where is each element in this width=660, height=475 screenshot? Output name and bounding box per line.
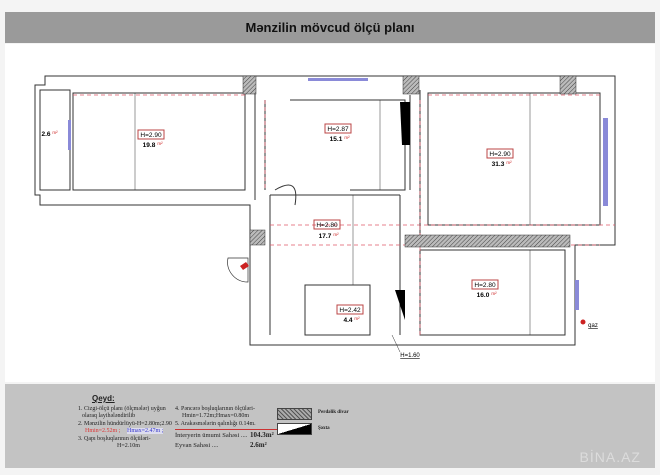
svg-text:m²: m² (333, 232, 339, 237)
note-1-cont: olaraq layihələndirilib (82, 413, 136, 419)
pylon-wall (242, 75, 257, 95)
notes-heading: Qeyd: (92, 394, 115, 403)
hall-outline (269, 194, 401, 335)
entrance-icon (240, 262, 249, 270)
shaft (400, 102, 410, 145)
title-bar: Mənzilin mövcud ölçü planı (5, 12, 655, 43)
room-area: 4.4 (343, 317, 352, 324)
bath-outline (304, 284, 371, 336)
room-31-outline (427, 92, 601, 226)
window (308, 78, 368, 81)
svg-text:m²: m² (354, 316, 360, 321)
svg-text:m²: m² (157, 141, 163, 146)
window (575, 280, 579, 310)
note-2: 2. Mənzilin hündürlüyü-H=2.80m;2.90 (78, 421, 172, 427)
room-height: H=2.90 (489, 151, 511, 158)
balcony-outline (39, 89, 71, 191)
room-area: 19.8 (143, 142, 156, 149)
note-3: 3. Qapı boşluqlarının ölçüləri- (78, 436, 151, 442)
note-5: 5. Arakəsmələrin qalınlığı 0.14m. (175, 421, 256, 427)
room-15-outline (290, 99, 406, 191)
page-title: Mənzilin mövcud ölçü planı (245, 20, 415, 35)
note-3-cont: H=2.10m (117, 443, 140, 449)
pylon-wall (402, 75, 420, 95)
door-arc (274, 184, 297, 206)
room-area: 16.0 (477, 292, 490, 299)
note-4: 4. Pəncərə boşluqlarının ölçüləri- (175, 406, 255, 412)
room-height: H=2.80 (474, 282, 496, 289)
pylon-wall (559, 75, 577, 95)
note-4-cont: Hmin=1.72m;Hmax=0.80m (182, 413, 250, 419)
window (68, 120, 71, 150)
room-area: 17.7 (319, 233, 332, 240)
legend-pylon-swatch (277, 408, 312, 420)
room-height: H=2.90 (140, 132, 162, 139)
window-sill-height: H=1.60 (400, 353, 420, 359)
room-height: H=2.80 (316, 222, 338, 229)
legend-shaft-swatch (277, 423, 312, 435)
svg-text:m²: m² (491, 291, 497, 296)
balcony-area-label: Eyvan Sahəsi .... (175, 442, 219, 449)
gas-icon (580, 319, 586, 325)
total-area-label: İnteryerin ümumi Sahəsi .... (175, 432, 248, 439)
svg-text:m²: m² (52, 130, 58, 135)
shaft (395, 290, 405, 320)
room-height: H=2.42 (339, 307, 361, 314)
window (603, 118, 608, 206)
legend-pylon-label: Perdəlik divar (318, 410, 349, 415)
balcony-area: 2.6 (41, 131, 50, 138)
entrance-door (227, 257, 249, 283)
notes-panel: Qeyd: 1. Cizgi-ölçü planı (ölçmələr) uyğ… (5, 384, 655, 468)
gas-label: qaz (588, 323, 598, 329)
room-area: 31.3 (492, 161, 505, 168)
pylon-wall (404, 234, 571, 248)
note-2-min: Hmin=2.52m ; (85, 428, 121, 434)
watermark: BİNA.AZ (579, 449, 641, 465)
svg-text:m²: m² (344, 135, 350, 140)
legend-shaft-label: Şəxta (318, 426, 330, 431)
svg-text:m²: m² (506, 160, 512, 165)
dimension-lines (134, 93, 531, 335)
note-2-max: Hmax=2.47m ; (127, 428, 164, 434)
outer-wall (34, 75, 616, 346)
divider (175, 429, 277, 430)
pylon-wall (249, 229, 266, 246)
note-1: 1. Cizgi-ölçü planı (ölçmələr) uyğun (78, 406, 166, 412)
balcony-area-value: 2.6m² (250, 441, 267, 449)
room-area: 15.1 (330, 136, 343, 143)
total-area-value: 104.3m² (250, 431, 274, 439)
room-height: H=2.87 (327, 126, 349, 133)
